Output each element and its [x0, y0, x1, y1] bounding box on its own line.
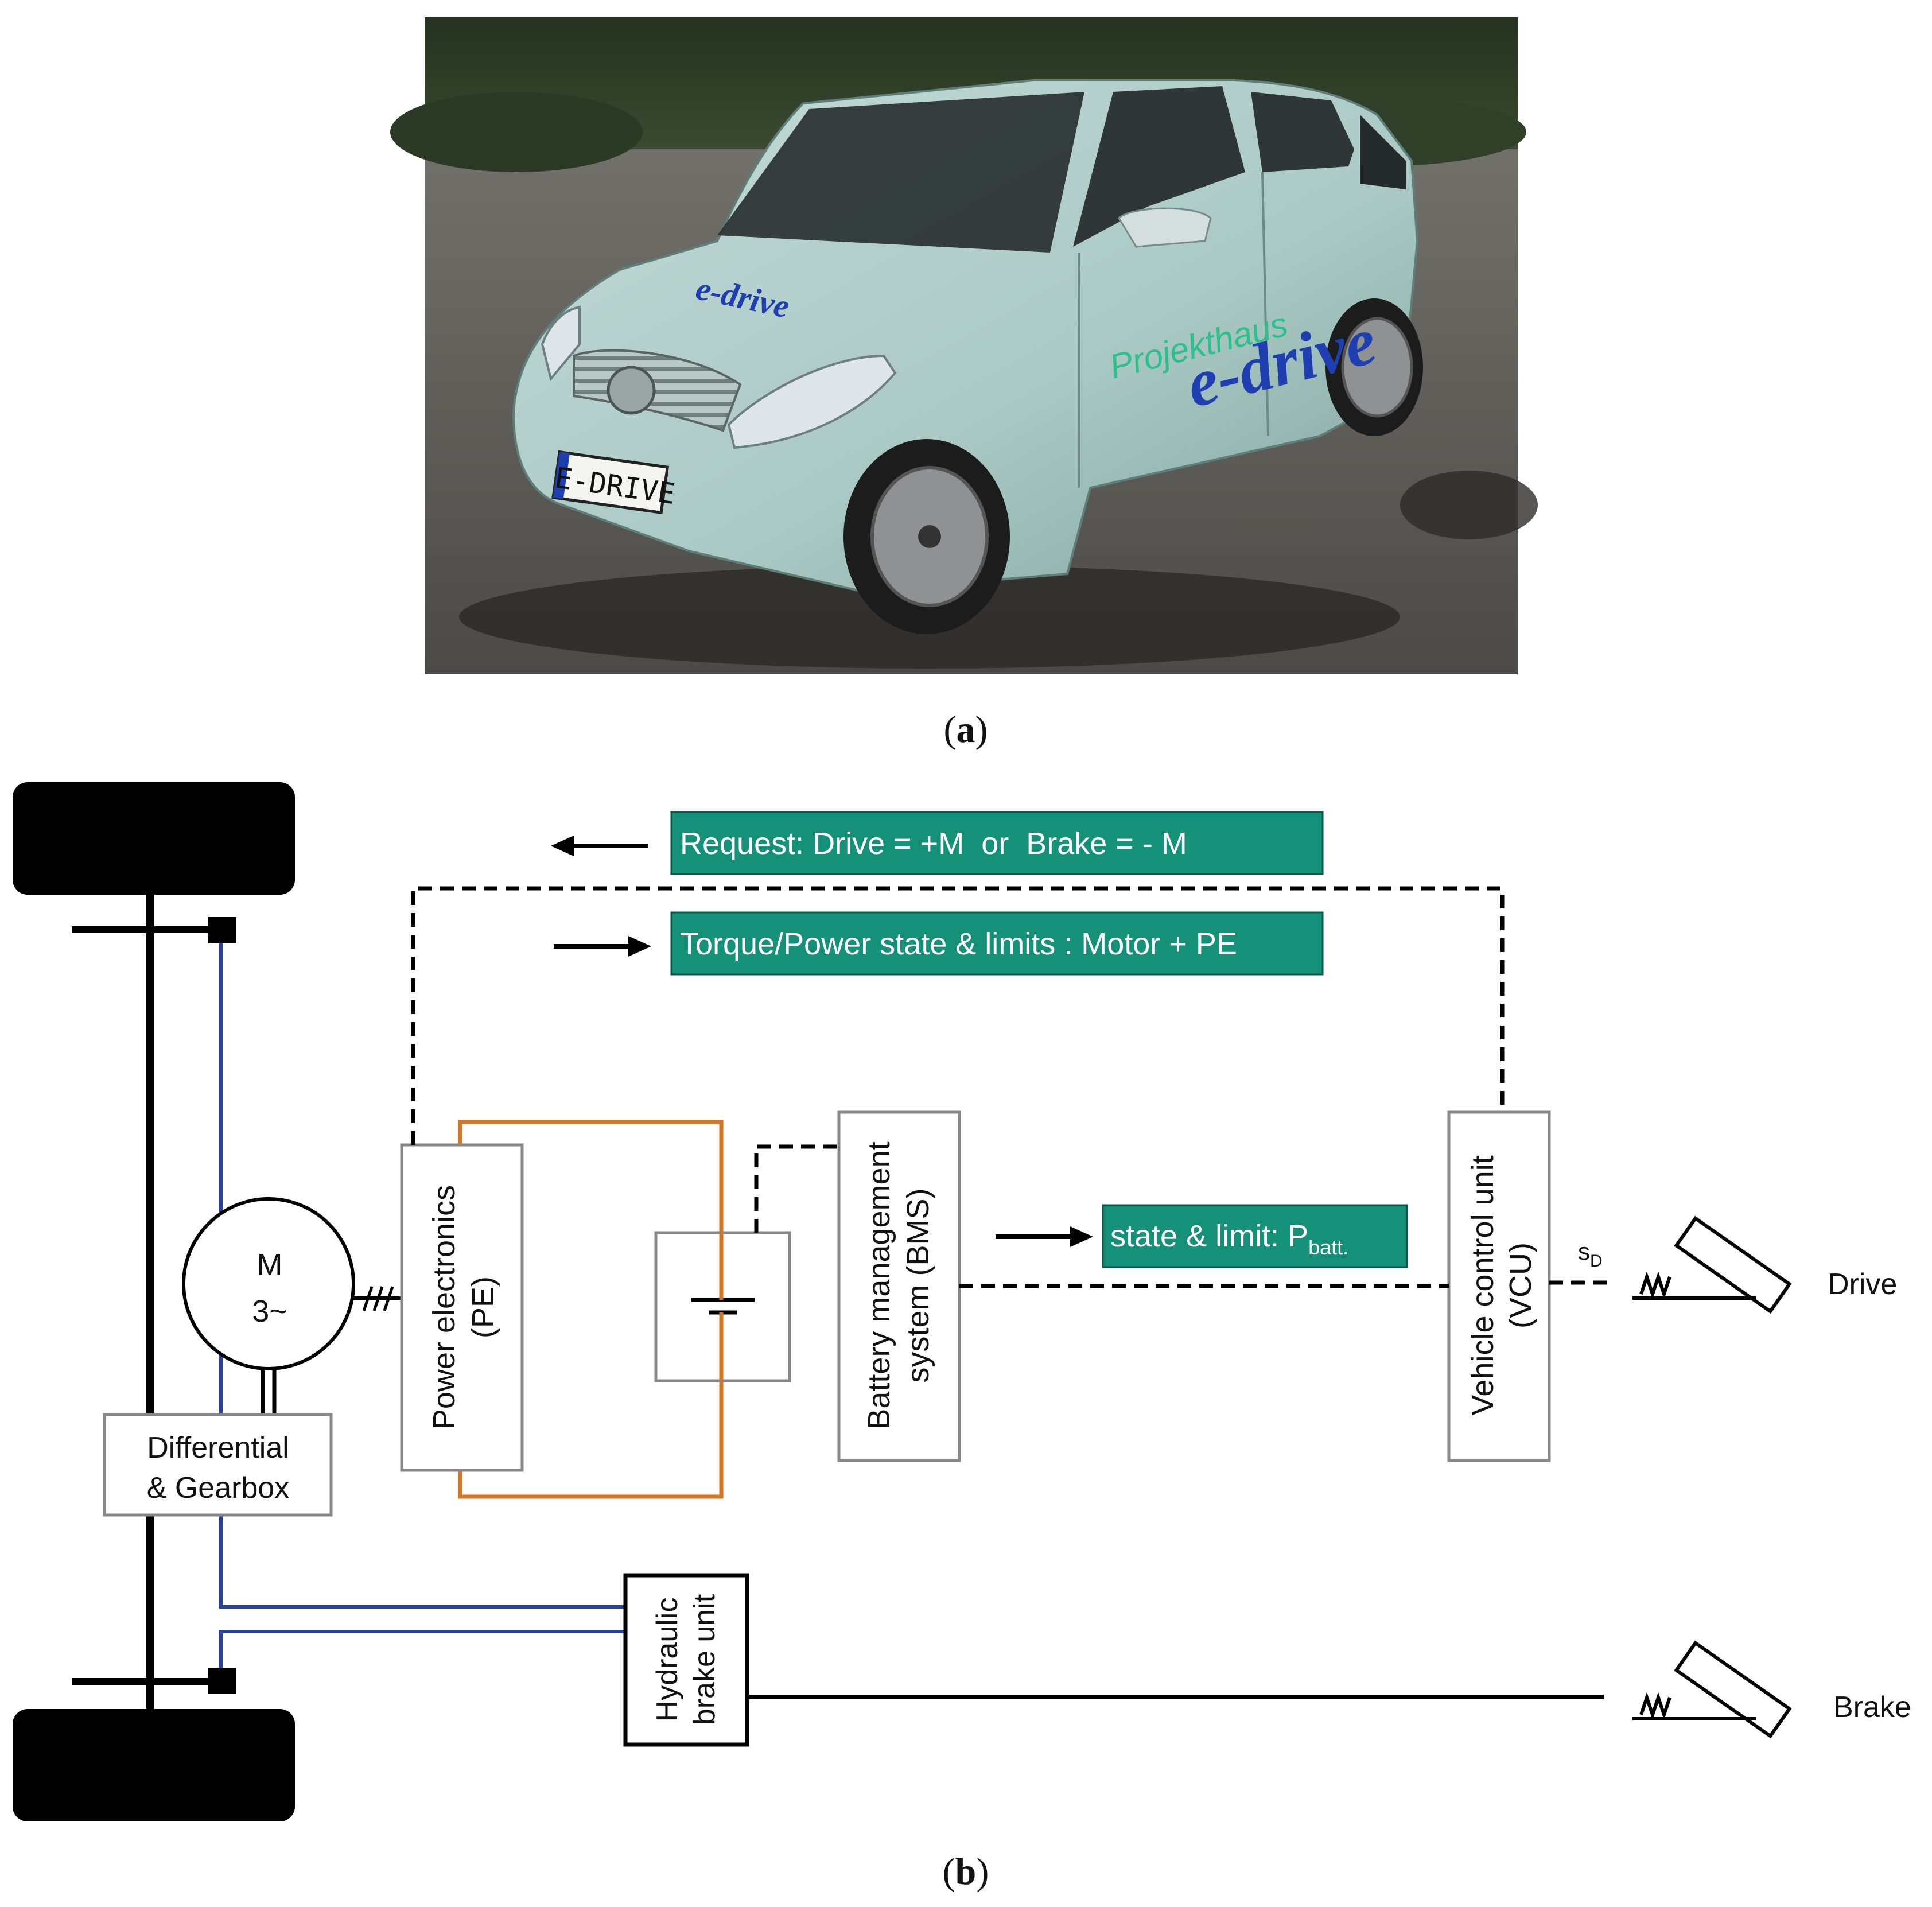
- brake-caliper-bottom: [208, 1668, 236, 1694]
- car: E-DRIVE e-drive Projekthaus e-drive: [512, 79, 1423, 634]
- car-photo: E-DRIVE e-drive Projekthaus e-drive: [390, 17, 1538, 674]
- arrow-right-bms: [996, 1226, 1093, 1247]
- side-mirror: [1118, 207, 1212, 248]
- drivetrain-diagram: M 3~ Differential & Gearbox Power electr…: [13, 782, 1911, 1821]
- bms-block: [837, 1110, 961, 1462]
- rear-wheel: [1325, 298, 1423, 436]
- drive-pedal-icon: [1632, 1215, 1792, 1314]
- power-electronics-block: [400, 1143, 524, 1472]
- torque-signal-box: [670, 911, 1324, 976]
- bms-state-signal-box: [1102, 1204, 1408, 1268]
- vcu-label-2: (VCU): [1503, 1242, 1538, 1329]
- caption-a: (a): [944, 709, 988, 751]
- front-wheel: [843, 439, 1010, 634]
- motor-label-bottom: 3~: [252, 1294, 287, 1329]
- pe-label-1: Power electronics: [427, 1185, 461, 1430]
- bms-state-signal-text: state & limit: Pbatt.: [1110, 1219, 1348, 1259]
- motor-label-top: M: [257, 1248, 283, 1282]
- hbu-label-2: brake unit: [688, 1594, 721, 1725]
- torque-signal-text: Torque/Power state & limits : Motor + PE: [680, 927, 1237, 961]
- hbu-label-1: Hydraulic: [651, 1598, 684, 1722]
- sd-label: sD: [1578, 1238, 1603, 1271]
- wheel-top: [13, 782, 295, 895]
- signal-lines: [411, 886, 1607, 1288]
- brake-caliper-top: [208, 917, 236, 943]
- brake-label: Brake: [1833, 1691, 1911, 1724]
- bms-label-1: Battery management: [862, 1141, 896, 1429]
- side-window-rear: [1251, 92, 1354, 172]
- pe-label-2: (PE): [466, 1276, 500, 1338]
- request-signal-box: [670, 811, 1324, 875]
- hydraulic-brake-unit: [623, 1573, 749, 1747]
- drive-label: Drive: [1828, 1268, 1897, 1301]
- license-plate: E-DRIVE: [551, 450, 677, 515]
- brake-pedal-icon: [1632, 1640, 1792, 1739]
- differential-gearbox: [103, 1413, 333, 1517]
- arrow-right-torque: [554, 936, 651, 957]
- vcu-block: [1447, 1110, 1551, 1462]
- arrow-left-request: [551, 836, 648, 856]
- side-window-front: [1073, 86, 1245, 247]
- hydraulic-brake-lines: [219, 943, 625, 1668]
- request-signal-text: Request: Drive = +M or Brake = - M: [680, 826, 1187, 861]
- differential-label-1: Differential: [147, 1431, 289, 1465]
- caption-b: (b): [943, 1851, 989, 1893]
- star-logo: [607, 366, 656, 415]
- wheel-bottom: [13, 1709, 295, 1821]
- differential-label-2: & Gearbox: [147, 1471, 290, 1505]
- windscreen: [717, 92, 1084, 253]
- vcu-label-1: Vehicle control unit: [1465, 1155, 1500, 1415]
- headlight-right: [727, 354, 897, 449]
- bms-label-2: system (BMS): [901, 1188, 935, 1382]
- motor: [182, 1197, 355, 1370]
- headlight-left: [541, 305, 581, 382]
